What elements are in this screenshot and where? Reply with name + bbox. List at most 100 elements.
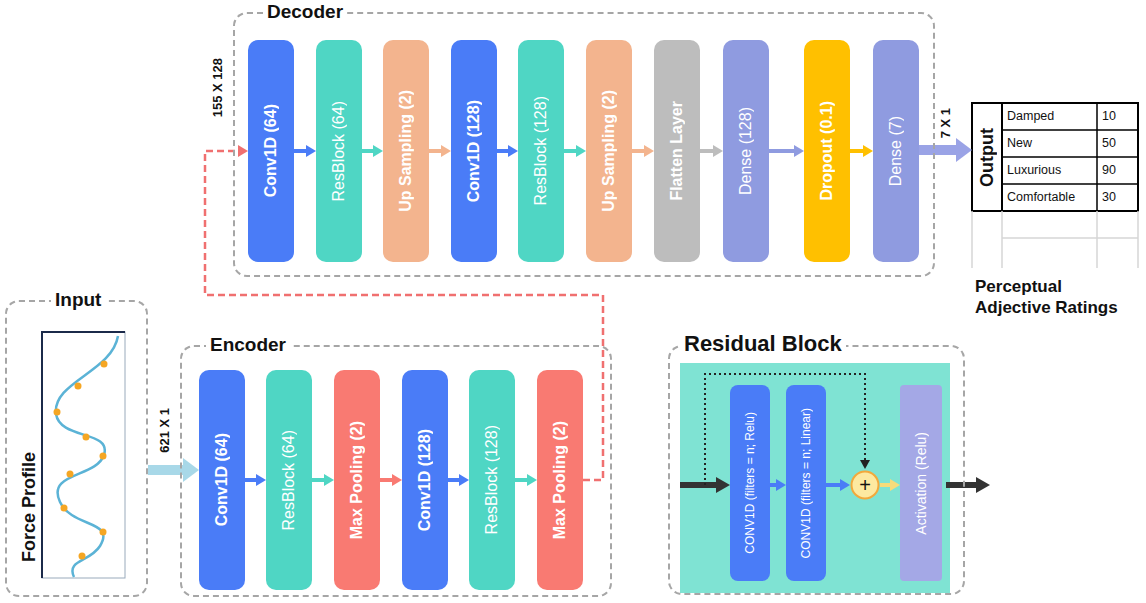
arrow-head bbox=[776, 479, 786, 491]
table-cell: Damped bbox=[1007, 103, 1054, 130]
arrow-head bbox=[890, 479, 900, 491]
block-label: Dropout (0.1) bbox=[818, 101, 836, 201]
arrow-line bbox=[880, 483, 890, 487]
arrow-line bbox=[515, 478, 527, 482]
table-cell: 10 bbox=[1102, 103, 1116, 130]
layer-block: CONV1D (filters = n; Relu) bbox=[730, 385, 770, 581]
flow-arrow bbox=[245, 474, 266, 486]
flow-arrow bbox=[564, 145, 586, 157]
group-box: Residual BlockCONV1D (filters = n; Relu)… bbox=[668, 345, 965, 595]
arrow-head bbox=[508, 145, 518, 157]
block-label: Max Pooling (2) bbox=[348, 421, 366, 539]
layer-block: Conv1D (128) bbox=[402, 370, 448, 590]
group-heading: Residual Block bbox=[680, 331, 846, 357]
layer-block: Up Sampling (2) bbox=[383, 40, 429, 262]
flow-arrow bbox=[700, 145, 723, 157]
layer-block: Conv1D (64) bbox=[199, 370, 245, 590]
output-table-header: Output bbox=[972, 103, 1002, 211]
arrow-head bbox=[256, 474, 266, 486]
arrow-line bbox=[380, 478, 392, 482]
group-heading: Encoder bbox=[206, 334, 290, 356]
table-cell: Luxurious bbox=[1007, 157, 1061, 184]
block-label: Conv1D (64) bbox=[213, 433, 231, 526]
plot-frame bbox=[42, 332, 125, 578]
block-label: Conv1D (128) bbox=[465, 100, 483, 202]
arrow-head bbox=[576, 145, 586, 157]
arrow-head bbox=[863, 145, 873, 157]
table-cell: 50 bbox=[1102, 130, 1116, 157]
arrow-line bbox=[148, 465, 183, 475]
layer-block: Flatten Layer bbox=[654, 40, 700, 262]
arrow-head bbox=[306, 145, 316, 157]
flow-arrow bbox=[148, 458, 199, 482]
arrow-head bbox=[373, 145, 383, 157]
arrow-head bbox=[324, 474, 334, 486]
group-heading: Decoder bbox=[263, 1, 347, 23]
arrow-head bbox=[441, 145, 451, 157]
layer-block: Activation (Relu) bbox=[900, 385, 942, 581]
exit-arrow bbox=[946, 482, 978, 488]
group-heading: Input bbox=[51, 289, 105, 311]
block-label: Dense (128) bbox=[737, 107, 755, 195]
arrow-head bbox=[238, 145, 248, 157]
layer-block: ResBlock (64) bbox=[316, 40, 362, 262]
block-label: Activation (Relu) bbox=[913, 432, 929, 535]
flow-arrow bbox=[770, 479, 786, 491]
arrow-head bbox=[713, 145, 723, 157]
arrow-head bbox=[392, 474, 402, 486]
flow-arrow bbox=[380, 474, 402, 486]
flow-arrow bbox=[448, 474, 469, 486]
flow-arrow bbox=[497, 145, 518, 157]
arrow-line bbox=[769, 149, 794, 153]
tensor-shape: 621 X 1 bbox=[157, 408, 172, 453]
arrow-line bbox=[826, 483, 840, 487]
layer-block: Up Sampling (2) bbox=[586, 40, 632, 262]
block-label: ResBlock (64) bbox=[280, 430, 298, 530]
block-label: ResBlock (128) bbox=[483, 425, 501, 534]
block-label: ResBlock (128) bbox=[532, 96, 550, 205]
arrow-line bbox=[294, 149, 306, 153]
layer-block: Conv1D (128) bbox=[451, 40, 497, 262]
caption-label: Perceptual Adjective Ratings bbox=[975, 276, 1125, 319]
arrow-head bbox=[459, 474, 469, 486]
block-label: Conv1D (128) bbox=[416, 429, 434, 531]
layer-block: ResBlock (128) bbox=[469, 370, 515, 590]
group-box: DecoderConv1D (64)ResBlock (64)Up Sampli… bbox=[233, 12, 935, 277]
layer-block: CONV1D (filters = n; Linear) bbox=[786, 385, 826, 581]
layer-block: Dense (128) bbox=[723, 40, 769, 262]
arrow-head bbox=[644, 145, 654, 157]
table-cell: 90 bbox=[1102, 157, 1116, 184]
arrow-line bbox=[497, 149, 508, 153]
input-label: Force Profile bbox=[18, 452, 41, 562]
flow-arrow bbox=[826, 479, 850, 491]
layer-block: Conv1D (64) bbox=[248, 40, 294, 262]
arrow-line bbox=[312, 478, 324, 482]
entry-arrow-head bbox=[716, 477, 730, 493]
arrow-head bbox=[956, 138, 972, 162]
arrow-line bbox=[919, 145, 956, 155]
block-label: Max Pooling (2) bbox=[551, 421, 569, 539]
flow-arrow bbox=[312, 474, 334, 486]
layer-block: Dense (7) bbox=[873, 40, 919, 262]
layer-block: ResBlock (64) bbox=[266, 370, 312, 590]
block-label: CONV1D (filters = n; Relu) bbox=[743, 412, 757, 554]
block-label: CONV1D (filters = n; Linear) bbox=[799, 408, 813, 558]
group-box: EncoderConv1D (64)ResBlock (64)Max Pooli… bbox=[180, 345, 612, 597]
tensor-shape: 7 X 1 bbox=[938, 108, 953, 138]
arrow-line bbox=[770, 483, 776, 487]
force-curve bbox=[56, 336, 118, 577]
layer-block: Max Pooling (2) bbox=[334, 370, 380, 590]
block-label: Up Sampling (2) bbox=[600, 90, 618, 212]
table-cell: 30 bbox=[1102, 184, 1116, 211]
arrow-line bbox=[429, 149, 441, 153]
block-label: Conv1D (64) bbox=[262, 104, 280, 197]
layer-block: Dropout (0.1) bbox=[804, 40, 850, 262]
arrow-head bbox=[794, 145, 804, 157]
flow-arrow bbox=[919, 138, 972, 162]
plot-axes bbox=[42, 332, 125, 578]
arrow-line bbox=[632, 149, 644, 153]
flow-arrow bbox=[362, 145, 383, 157]
block-label: Flatten Layer bbox=[668, 101, 686, 201]
block-label: Up Sampling (2) bbox=[397, 90, 415, 212]
